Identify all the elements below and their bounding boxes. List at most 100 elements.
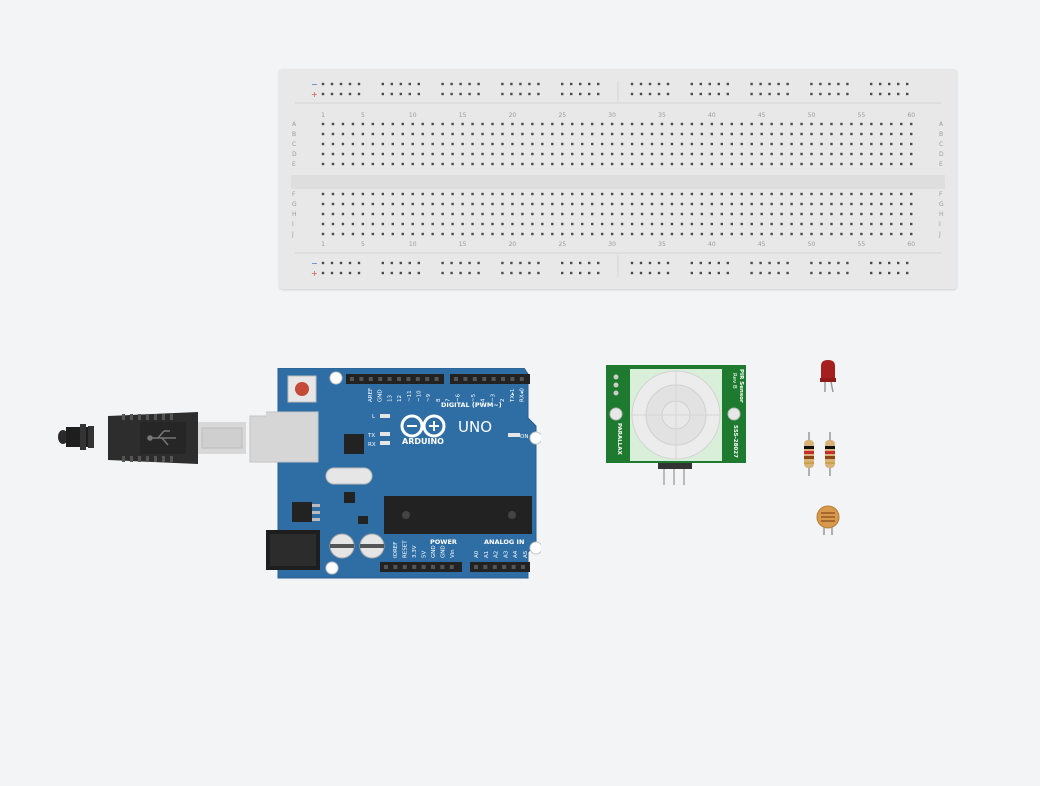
breadboard-hole (660, 162, 664, 166)
header-pin[interactable] (491, 377, 496, 381)
breadboard-hole (630, 142, 634, 146)
breadboard-hole (391, 192, 394, 196)
breadboard-hole (830, 162, 833, 166)
resistor-1[interactable] (803, 432, 815, 476)
breadboard-hole (630, 222, 634, 226)
breadboard-hole (630, 202, 634, 206)
header-pin[interactable] (463, 377, 468, 381)
breadboard-hole (830, 122, 833, 126)
red-led[interactable] (819, 360, 839, 394)
rail-hole (570, 271, 573, 275)
header-pin[interactable] (511, 565, 516, 569)
header-pin[interactable] (519, 377, 524, 381)
breadboard-hole (431, 122, 434, 126)
breadboard-hole (810, 132, 813, 136)
breadboard-hole (750, 132, 753, 136)
breadboard-hole (630, 232, 634, 236)
column-number: 5 (361, 112, 365, 119)
header-pin[interactable] (368, 377, 373, 381)
breadboard-hole (610, 142, 614, 146)
resistor-2[interactable] (824, 432, 836, 476)
header-pin[interactable] (412, 565, 417, 569)
rail-hole (399, 92, 402, 96)
pir-sensor[interactable]: PARALLAX PIR Sensor Rev B 555-28027 (606, 365, 748, 487)
header-pin[interactable] (406, 377, 411, 381)
header-pin[interactable] (397, 377, 401, 381)
rail-minus-label: − (311, 80, 318, 89)
rail-hole (330, 82, 334, 86)
breadboard-hole (511, 132, 514, 136)
breadboard-hole (820, 222, 823, 226)
breadboard-hole (590, 162, 594, 166)
header-pin[interactable] (421, 565, 426, 569)
breadboard-hole (321, 222, 325, 226)
breadboard-hole (820, 142, 823, 146)
breadboard-hole (870, 222, 873, 226)
header-pin[interactable] (482, 377, 487, 381)
header-pin[interactable] (492, 565, 497, 569)
rail-hole (588, 271, 591, 275)
breadboard-hole (860, 212, 863, 216)
breadboard-hole (321, 132, 325, 136)
breadboard-hole (401, 192, 404, 196)
photoresistor[interactable] (815, 504, 841, 536)
header-pin[interactable] (510, 377, 515, 381)
column-number: 10 (409, 112, 417, 119)
breadboard-hole (411, 142, 414, 146)
rail-hole (510, 261, 513, 265)
header-pin[interactable] (472, 377, 477, 381)
breadboard-hole (471, 162, 474, 166)
header-pin[interactable] (425, 377, 430, 381)
breadboard-hole (660, 132, 664, 136)
breadboard-hole (371, 132, 375, 136)
power-label: POWER (430, 538, 457, 546)
breadboard-hole (730, 162, 733, 166)
header-pin[interactable] (440, 565, 445, 569)
breadboard-hole (650, 202, 654, 206)
breadboard-hole (670, 232, 674, 236)
breadboard-hole (441, 132, 444, 136)
header-pin[interactable] (387, 377, 392, 381)
header-pin[interactable] (393, 565, 398, 569)
header-pin[interactable] (521, 565, 525, 569)
breadboard-hole (451, 232, 454, 236)
breadboard-hole (650, 192, 654, 196)
header-pin[interactable] (415, 377, 420, 381)
header-pin[interactable] (449, 565, 454, 569)
breadboard-hole (521, 152, 524, 156)
header-pin[interactable] (483, 565, 488, 569)
rail-hole (717, 82, 720, 86)
breadboard-hole (381, 162, 385, 166)
breadboard-hole (451, 142, 454, 146)
header-pin[interactable] (384, 565, 388, 569)
breadboard-hole (750, 222, 753, 226)
breadboard-hole (421, 202, 424, 206)
breadboard-hole (581, 232, 584, 236)
header-pin[interactable] (378, 377, 383, 381)
header-pin[interactable] (431, 565, 435, 569)
header-pin[interactable] (474, 565, 478, 569)
breadboard-hole (700, 232, 704, 236)
column-number: 10 (409, 241, 417, 248)
breadboard-hole (850, 122, 853, 126)
breadboard-hole (600, 122, 604, 126)
breadboard-hole (561, 132, 564, 136)
header-pin[interactable] (454, 377, 458, 381)
breadboard-hole (451, 122, 454, 126)
breadboard-hole (670, 202, 674, 206)
breadboard-hole (820, 212, 823, 216)
header-pin[interactable] (359, 377, 364, 381)
header-pin[interactable] (502, 565, 507, 569)
header-pin[interactable] (434, 377, 439, 381)
breadboard-hole (890, 202, 893, 206)
column-number: 15 (459, 241, 467, 248)
row-letter-right: F (939, 191, 943, 198)
arduino-uno-board[interactable]: ARDUINO UNO DIGITAL (PWM~) POWER ANALOG … (266, 368, 541, 580)
rail-hole (339, 271, 343, 275)
header-pin[interactable] (402, 565, 407, 569)
header-pin[interactable] (501, 377, 505, 381)
breadboard-hole (800, 132, 803, 136)
breadboard-hole (571, 152, 574, 156)
header-pin[interactable] (350, 377, 354, 381)
